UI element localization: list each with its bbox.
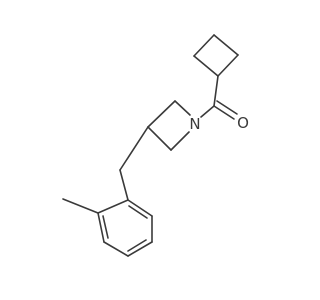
bond <box>119 126 149 171</box>
bond <box>97 212 105 243</box>
bond <box>97 199 129 214</box>
bond <box>213 105 235 120</box>
bond <box>127 241 153 257</box>
bond <box>62 198 99 214</box>
bond <box>216 100 238 115</box>
bond <box>147 126 172 151</box>
bond <box>127 199 153 217</box>
nitrogen-atom-label: N <box>189 115 200 133</box>
bond <box>213 34 239 56</box>
aromatic-inner-bond <box>102 215 109 239</box>
oxygen-atom-label: O <box>237 114 249 132</box>
bond <box>193 55 219 77</box>
bond <box>103 241 129 257</box>
bond <box>200 105 215 118</box>
azetidine-ring <box>147 100 191 151</box>
bond <box>119 169 129 201</box>
bond <box>213 75 219 107</box>
bond <box>174 100 191 116</box>
aromatic-inner-bond <box>127 239 147 252</box>
bond <box>193 34 215 57</box>
bond <box>147 100 176 128</box>
bond <box>217 54 239 77</box>
carbonyl-double-bond <box>213 100 238 120</box>
aromatic-inner-bond <box>128 205 148 219</box>
cyclobutane-ring <box>193 34 239 77</box>
bond <box>170 131 190 151</box>
molecule-structure: N O <box>62 34 249 257</box>
benzene-ring <box>97 199 153 257</box>
